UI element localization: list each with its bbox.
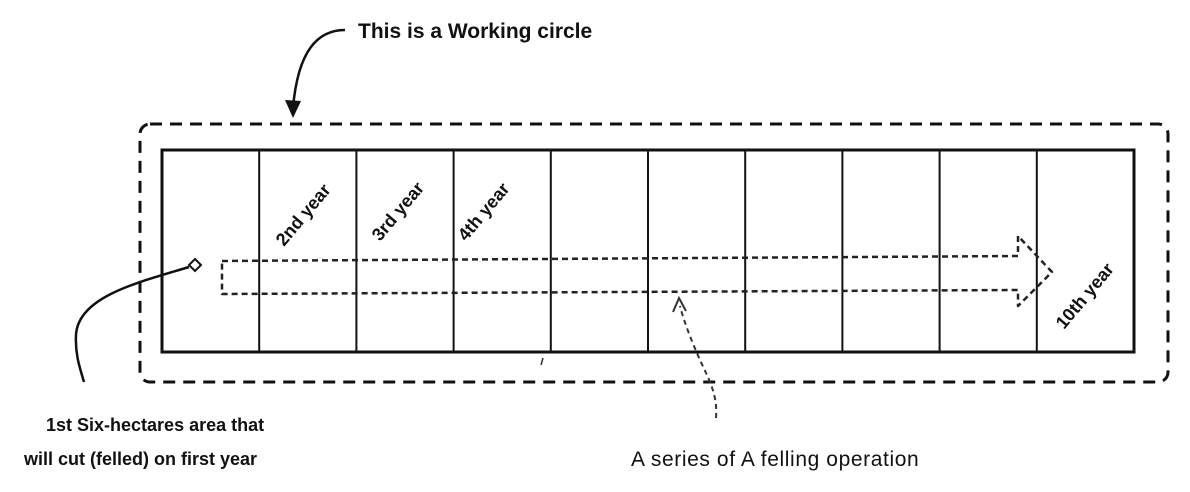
stray-tick	[540, 357, 544, 366]
first-area-caption-line-2: will cut (felled) on first year	[23, 449, 257, 469]
title-arrow-curve	[291, 28, 346, 109]
year-label-2nd: 2nd year	[272, 180, 335, 250]
title-arrow-head	[285, 100, 301, 118]
felling-series-leader-head	[672, 295, 687, 313]
felling-series-arrow	[220, 234, 1054, 308]
year-label-4th: 4th year	[454, 179, 514, 245]
working-circle-title: This is a Working circle	[358, 20, 592, 43]
working-circle-boundary	[138, 122, 1170, 384]
first-area-leader	[74, 265, 190, 383]
felling-series-leader	[679, 305, 718, 419]
year-label-3rd: 3rd year	[368, 178, 428, 245]
felling-series-caption: A series of A felling operation	[631, 448, 919, 471]
year-label-10th: 10th year	[1052, 259, 1118, 332]
coupe-dividers	[258, 150, 1038, 352]
first-area-caption-line-1: 1st Six-hectares area that	[46, 415, 264, 435]
first-area-marker	[187, 257, 203, 273]
